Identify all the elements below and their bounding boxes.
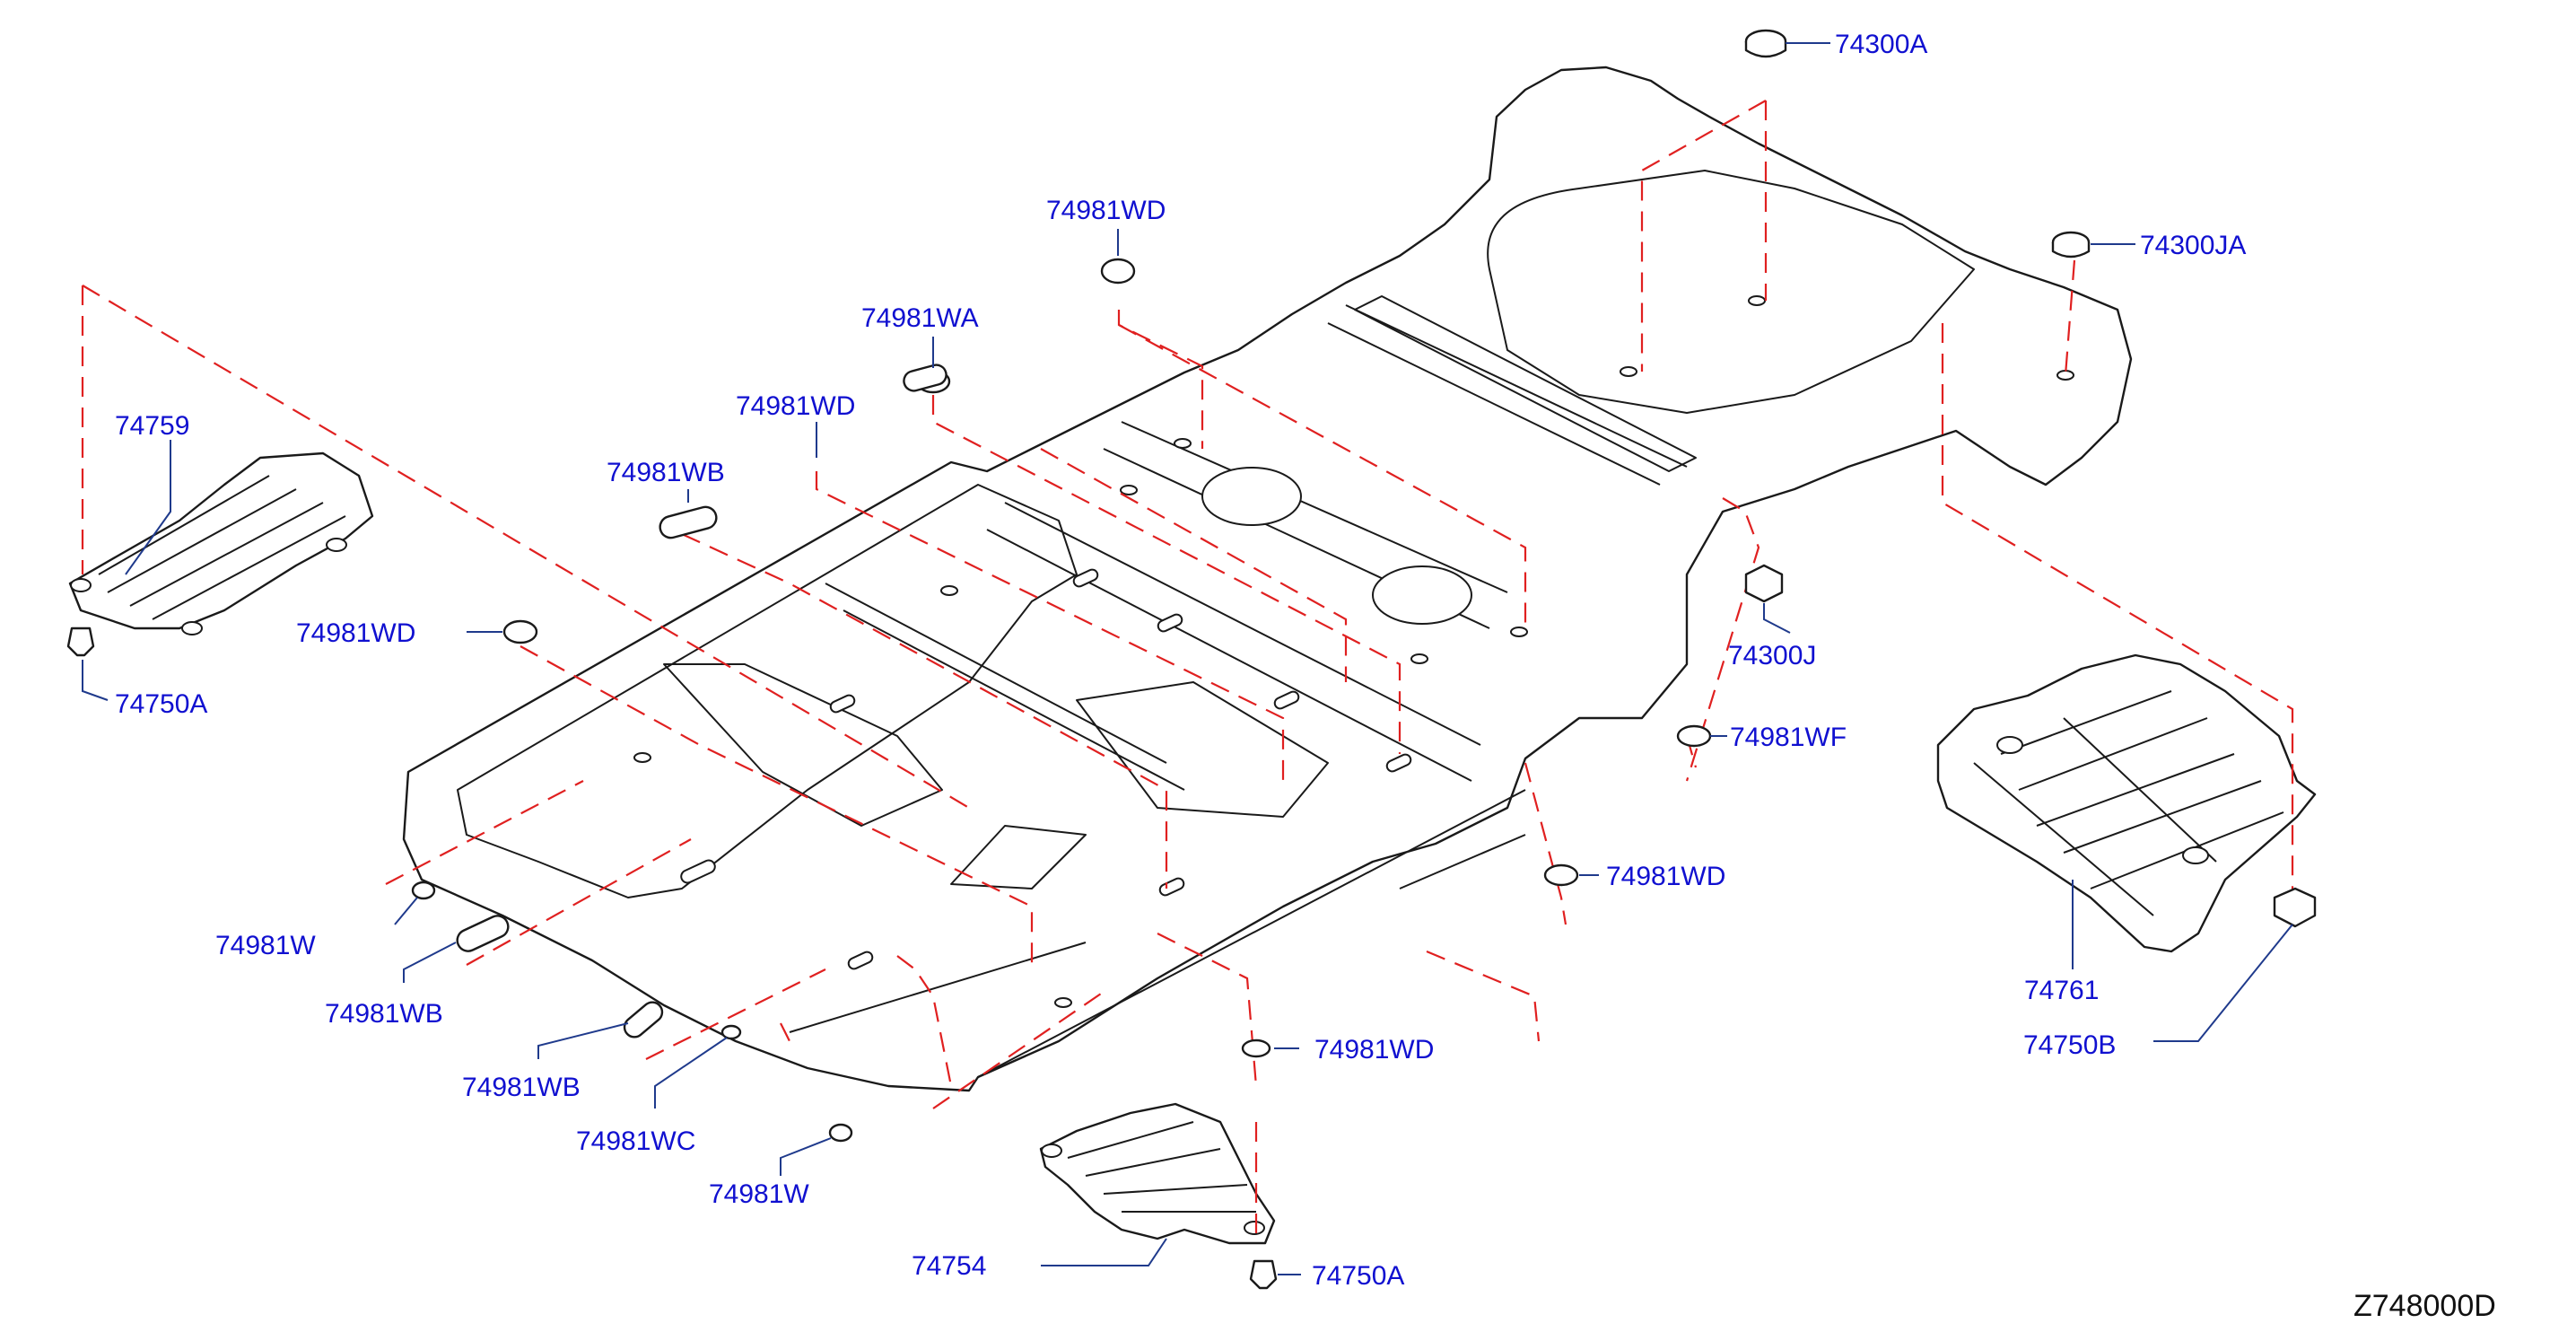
label-74981W-1: 74981W — [215, 931, 316, 960]
label-74300A: 74300A — [1835, 30, 1927, 59]
label-74981W-2: 74981W — [709, 1179, 809, 1209]
cover-74754 — [1039, 1102, 1276, 1245]
diagram-code: Z748000D — [2353, 1289, 2496, 1323]
hardware — [66, 29, 2317, 1290]
cover-74759 — [68, 451, 374, 635]
label-74981WD-2: 74981WD — [736, 391, 855, 421]
label-74981WA: 74981WA — [861, 303, 979, 333]
label-74981WD-4: 74981WD — [1606, 862, 1725, 891]
label-74981WD-3: 74981WD — [296, 618, 415, 648]
label-74761: 74761 — [2024, 976, 2099, 1005]
assembly-lines — [81, 100, 2294, 1239]
floor-pan — [402, 66, 2133, 1092]
label-74759: 74759 — [115, 411, 189, 441]
label-74981WD-top: 74981WD — [1046, 196, 1166, 225]
label-74981WC: 74981WC — [576, 1126, 695, 1156]
label-74300J: 74300J — [1728, 641, 1816, 670]
label-74981WB-3: 74981WB — [462, 1073, 581, 1102]
label-74750A-1: 74750A — [115, 689, 207, 719]
label-74750A-2: 74750A — [1312, 1261, 1404, 1291]
label-74750B: 74750B — [2023, 1030, 2116, 1060]
label-74981WD-5: 74981WD — [1314, 1035, 1434, 1065]
label-74300JA: 74300JA — [2140, 231, 2246, 260]
label-74981WB-2: 74981WB — [325, 999, 443, 1029]
label-74981WB-1: 74981WB — [607, 458, 725, 487]
cover-74761 — [1936, 653, 2317, 953]
part-labels: 74300A 74300JA 74981WD 74981WA 74981WD 7… — [115, 30, 2496, 1323]
label-leaders — [82, 42, 2293, 1275]
label-74981WF: 74981WF — [1730, 723, 1847, 752]
label-74754: 74754 — [912, 1251, 986, 1281]
